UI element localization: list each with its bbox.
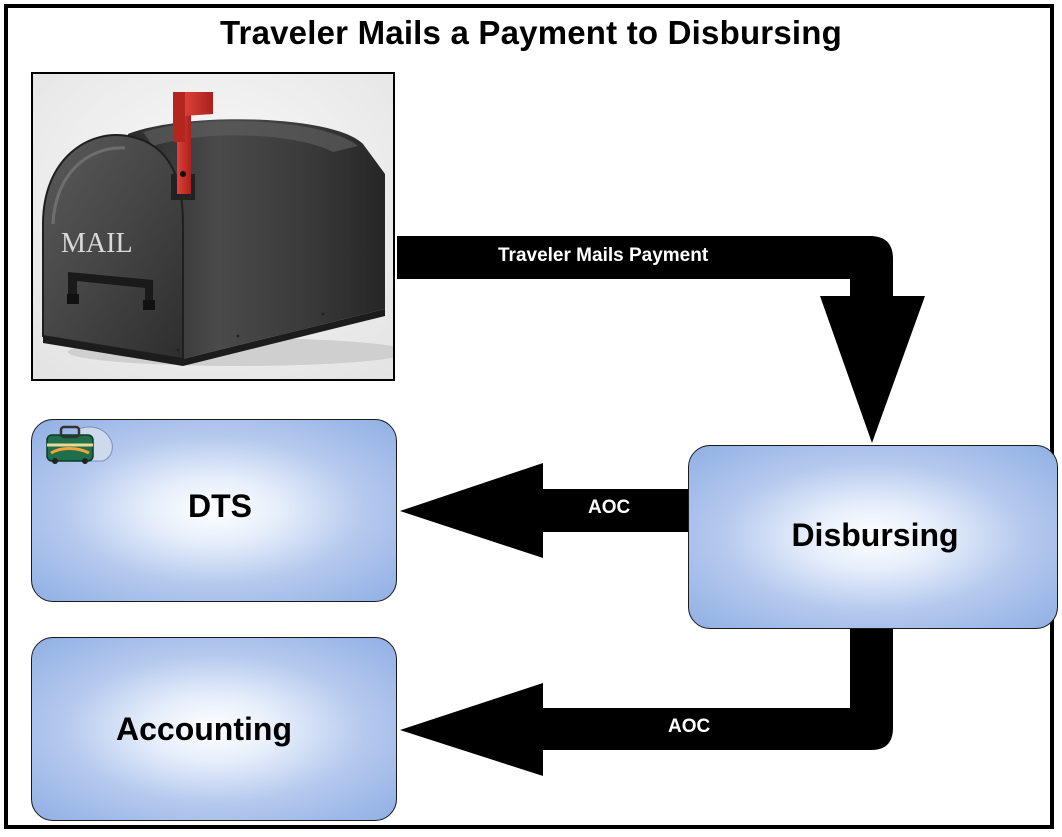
- node-accounting: Accounting: [31, 637, 397, 821]
- diagram-title: Traveler Mails a Payment to Disbursing: [220, 14, 842, 51]
- mailbox-image: MAIL: [31, 72, 395, 381]
- node-accounting-label: Accounting: [116, 710, 292, 747]
- arrow-disbursing-to-accounting: [400, 629, 893, 776]
- arrow-disbursing-to-dts: [400, 463, 688, 558]
- node-dts-label: DTS: [188, 488, 252, 524]
- node-disbursing: Disbursing: [688, 445, 1058, 629]
- arrow-label-traveler-mails-payment: Traveler Mails Payment: [498, 245, 709, 266]
- svg-text:MAIL: MAIL: [61, 228, 133, 259]
- arrow-label-aoc-accounting: AOC: [668, 716, 711, 737]
- node-disbursing-label: Disbursing: [791, 516, 959, 553]
- mailbox-icon: MAIL: [33, 74, 393, 379]
- arrow-mail-to-disbursing: [397, 236, 925, 443]
- arrow-label-aoc-dts: AOC: [588, 497, 631, 518]
- travel-luggage-icon: [43, 423, 117, 470]
- node-dts: DTS: [31, 419, 397, 602]
